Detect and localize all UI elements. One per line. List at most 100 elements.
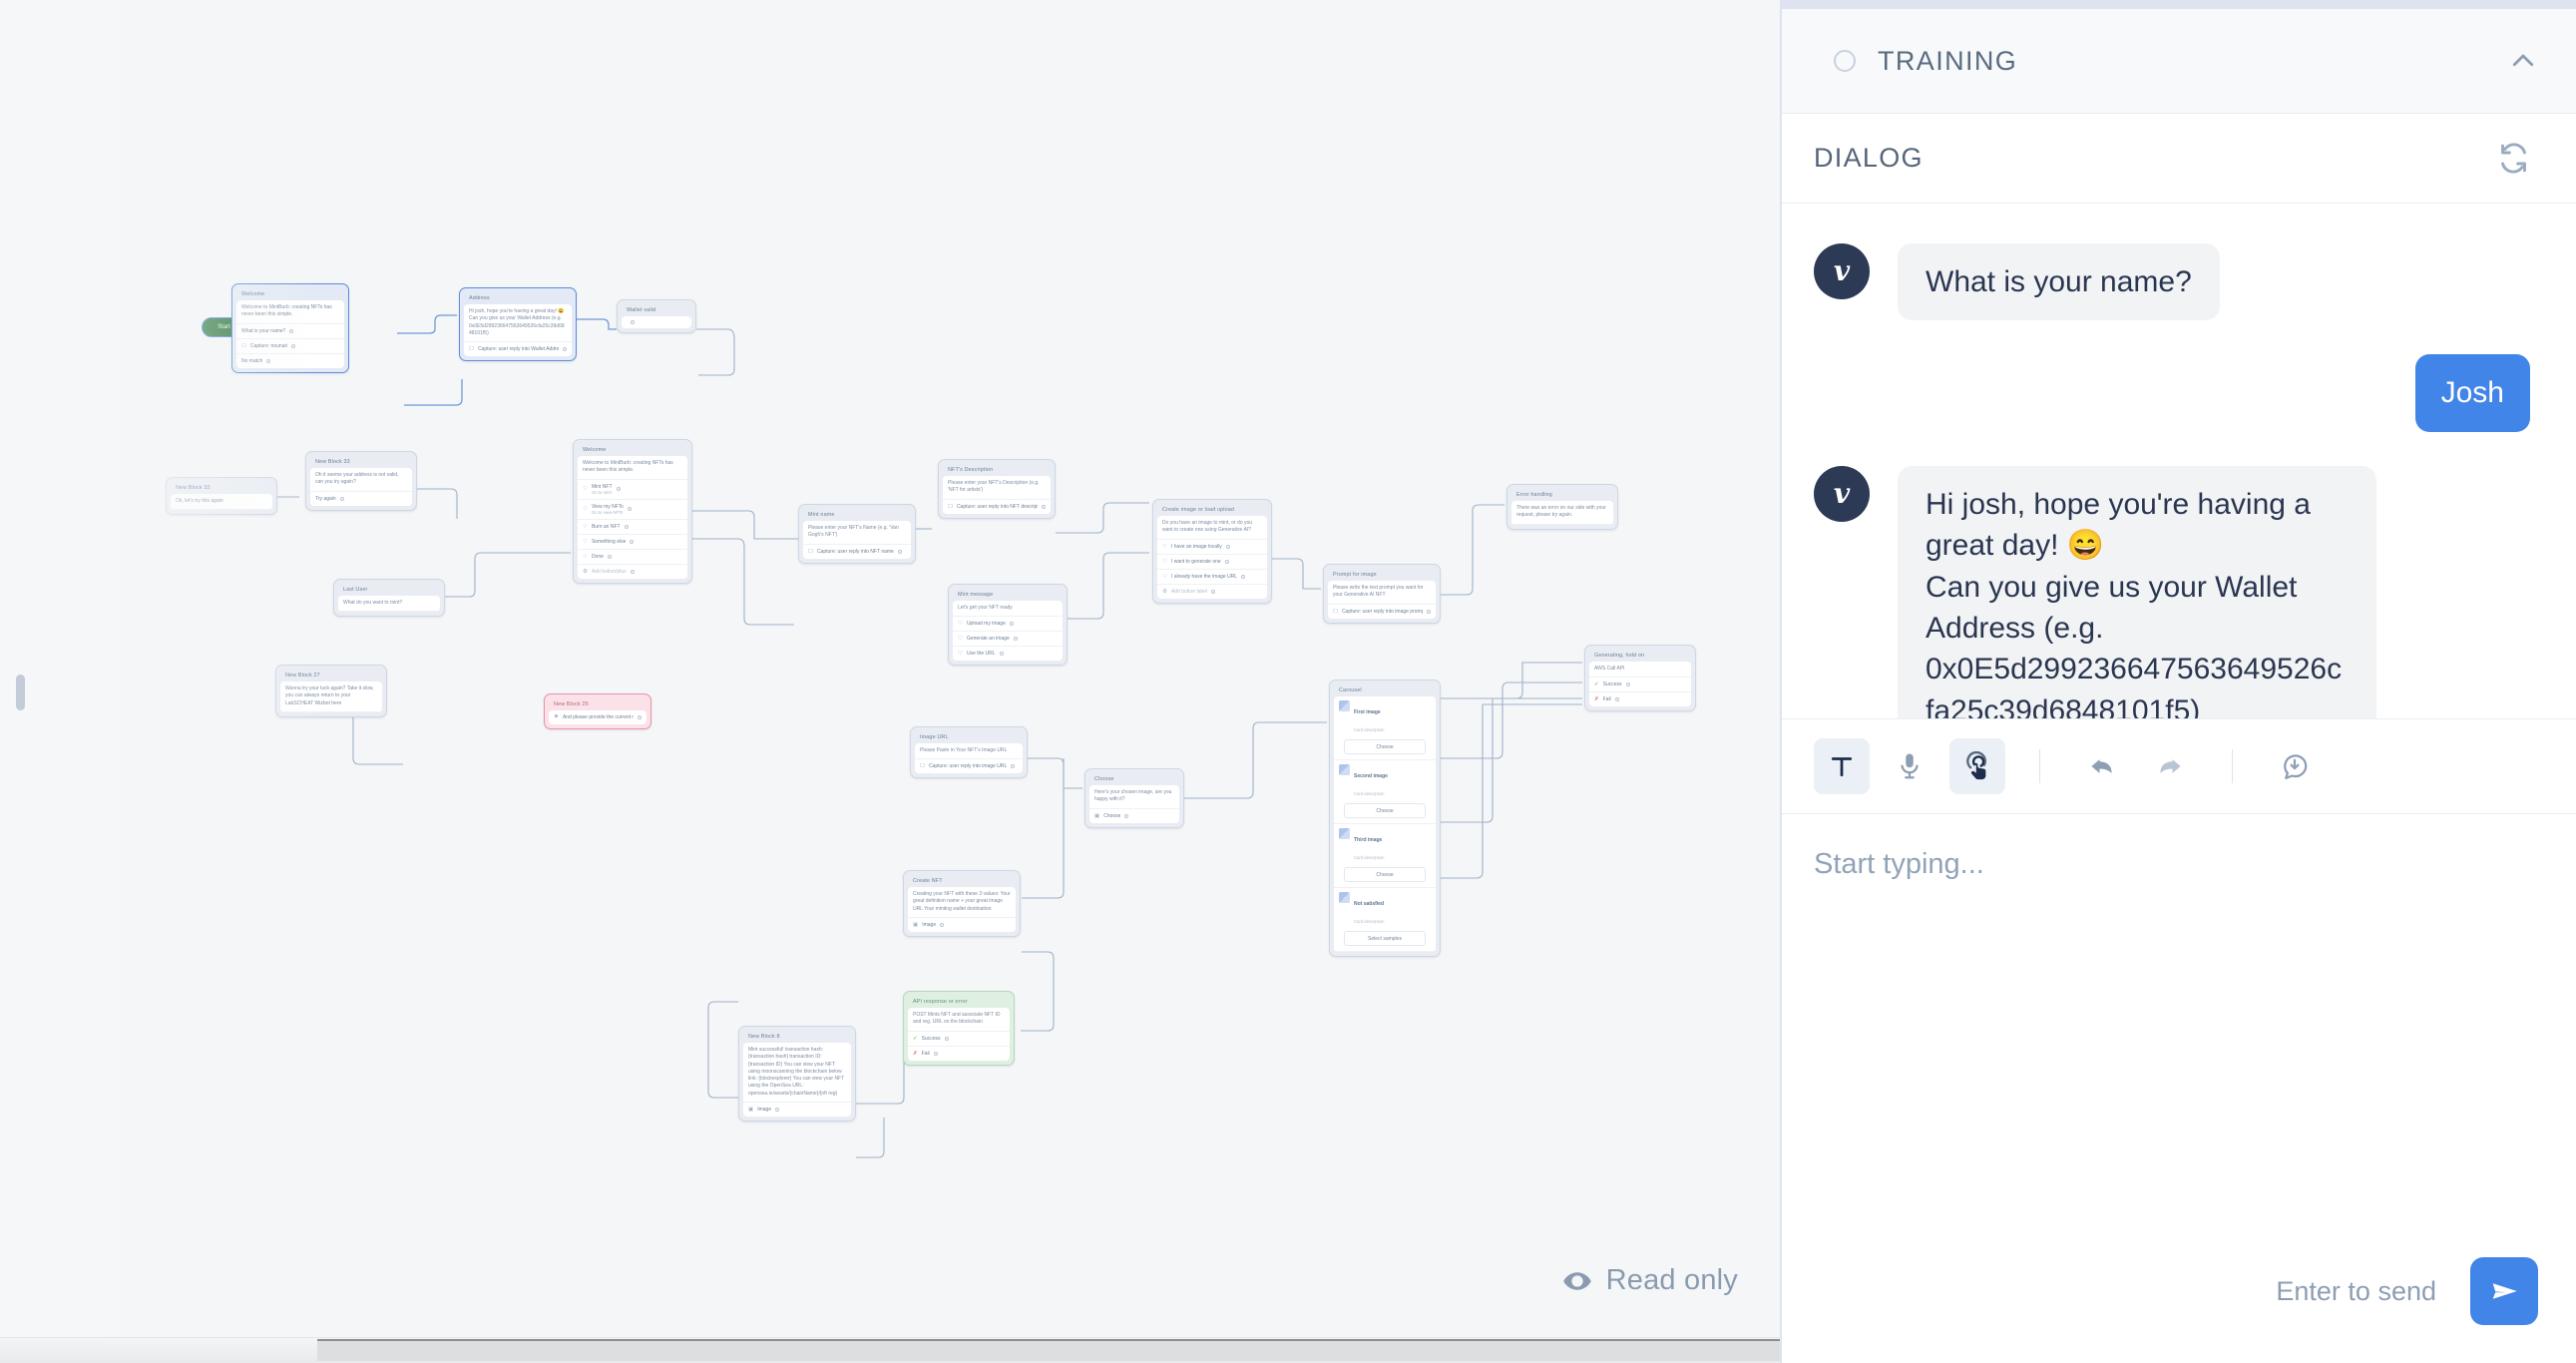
flow-option-port[interactable] <box>607 554 612 559</box>
canvas-horizontal-scrollbar[interactable] <box>0 1337 1780 1363</box>
flow-node-option[interactable]: ♡Use the URL <box>953 647 1063 661</box>
flow-node-option[interactable] <box>622 316 691 328</box>
flow-option-port[interactable] <box>638 715 642 719</box>
flow-node-option[interactable]: ✗Fail <box>1589 692 1691 706</box>
flow-node-option[interactable]: No match <box>236 354 344 368</box>
flow-option-port[interactable] <box>339 496 344 501</box>
flow-node-option[interactable]: ♡Done <box>578 550 687 565</box>
flow-node-option[interactable]: ⚙Add button/plus <box>578 565 687 579</box>
card-button[interactable]: Select samples <box>1344 931 1426 946</box>
flow-option-port[interactable] <box>940 922 945 927</box>
flow-node-option[interactable]: ▣Choose <box>1089 809 1179 823</box>
message-composer[interactable]: Start typing... Enter to send <box>1782 814 2576 1363</box>
flow-option-port[interactable] <box>1211 589 1216 594</box>
send-button[interactable] <box>2470 1257 2538 1325</box>
flow-option-port[interactable] <box>563 347 567 351</box>
flow-node-option[interactable]: ☐Capture: user reply into image prompt <box>1328 605 1436 619</box>
flow-node-option[interactable]: ☐Capture: user reply into NFT descriptio… <box>943 500 1051 514</box>
flow-option-port[interactable] <box>631 320 635 324</box>
chevron-up-icon[interactable] <box>2508 46 2538 76</box>
flow-option-port[interactable] <box>1225 544 1230 549</box>
redo-button[interactable] <box>2142 738 2198 794</box>
card-button[interactable]: Choose <box>1344 867 1426 882</box>
flow-option-port[interactable] <box>897 549 902 554</box>
flow-option-port[interactable] <box>630 539 635 544</box>
flow-option-port[interactable] <box>1009 622 1014 627</box>
flow-node-option[interactable]: What is your name? <box>236 324 344 339</box>
flow-option-port[interactable] <box>933 1051 938 1056</box>
canvas-scrollbar-thumb[interactable] <box>317 1339 1780 1361</box>
flow-node-option[interactable]: ☐Capture: user reply into NFT name <box>803 545 911 559</box>
flow-option-port[interactable] <box>1241 574 1246 579</box>
message-input-placeholder[interactable]: Start typing... <box>1814 848 1984 880</box>
flow-node-option[interactable]: ♡Burn an NFT <box>578 520 687 535</box>
flow-option-port[interactable] <box>291 343 296 348</box>
flow-option-port[interactable] <box>1013 637 1018 642</box>
flow-option-port[interactable] <box>1011 764 1016 769</box>
flow-node-option[interactable]: ⚑And please provide the current response <box>549 710 646 724</box>
flow-option-port[interactable] <box>624 524 629 529</box>
flow-option-port[interactable] <box>1124 813 1129 818</box>
flow-node-option[interactable]: ✓Success <box>908 1032 1010 1047</box>
tap-gesture-button[interactable] <box>1949 738 2005 794</box>
flow-node-option[interactable]: ☐Capture: user reply into Wallet Address <box>464 342 572 356</box>
flow-node-option[interactable]: ♡Something else <box>578 535 687 550</box>
panel-collapse-handle[interactable] <box>16 675 25 710</box>
flow-option-port[interactable] <box>616 487 621 491</box>
flow-node-option[interactable]: ♡I have an image locally <box>1157 540 1267 555</box>
flow-node-option[interactable]: ☐Capture: user reply into image URL <box>915 759 1023 773</box>
flow-node[interactable]: Wallet valid <box>617 299 696 333</box>
flow-option-port[interactable] <box>999 652 1004 657</box>
card-button[interactable]: Choose <box>1344 739 1426 754</box>
flow-option-port[interactable] <box>944 1036 949 1041</box>
flow-option-port[interactable] <box>775 1107 780 1112</box>
flow-node-option[interactable]: ▣Image <box>743 1103 851 1117</box>
flow-option-port[interactable] <box>1224 559 1229 564</box>
flow-node-option[interactable]: ▣Image <box>908 918 1016 932</box>
save-dialog-button[interactable] <box>2267 738 2323 794</box>
flow-option-port[interactable] <box>266 358 271 363</box>
flow-option-port[interactable] <box>1625 682 1630 687</box>
flow-node[interactable]: New Block 25⚑And please provide the curr… <box>544 693 651 729</box>
flow-option-port[interactable] <box>627 507 632 511</box>
flow-option-port[interactable] <box>289 328 294 333</box>
flow-option-port[interactable] <box>1042 504 1046 509</box>
flow-node-option[interactable]: ♡I already have the image URL <box>1157 570 1267 585</box>
card-button[interactable]: Choose <box>1344 803 1426 818</box>
text-mode-button[interactable] <box>1814 738 1870 794</box>
voice-input-button[interactable] <box>1882 738 1937 794</box>
flow-node-option[interactable]: ⚙Add button label <box>1157 585 1267 599</box>
flow-node-option[interactable]: ♡Upload my image <box>953 617 1063 633</box>
flow-option-port[interactable] <box>630 569 635 574</box>
flow-node-option[interactable]: ♡I want to generate one <box>1157 555 1267 570</box>
flow-node-option[interactable]: ✗Fail <box>908 1047 1010 1061</box>
flow-node-option[interactable]: ☐Capture: nounuri <box>236 339 344 354</box>
